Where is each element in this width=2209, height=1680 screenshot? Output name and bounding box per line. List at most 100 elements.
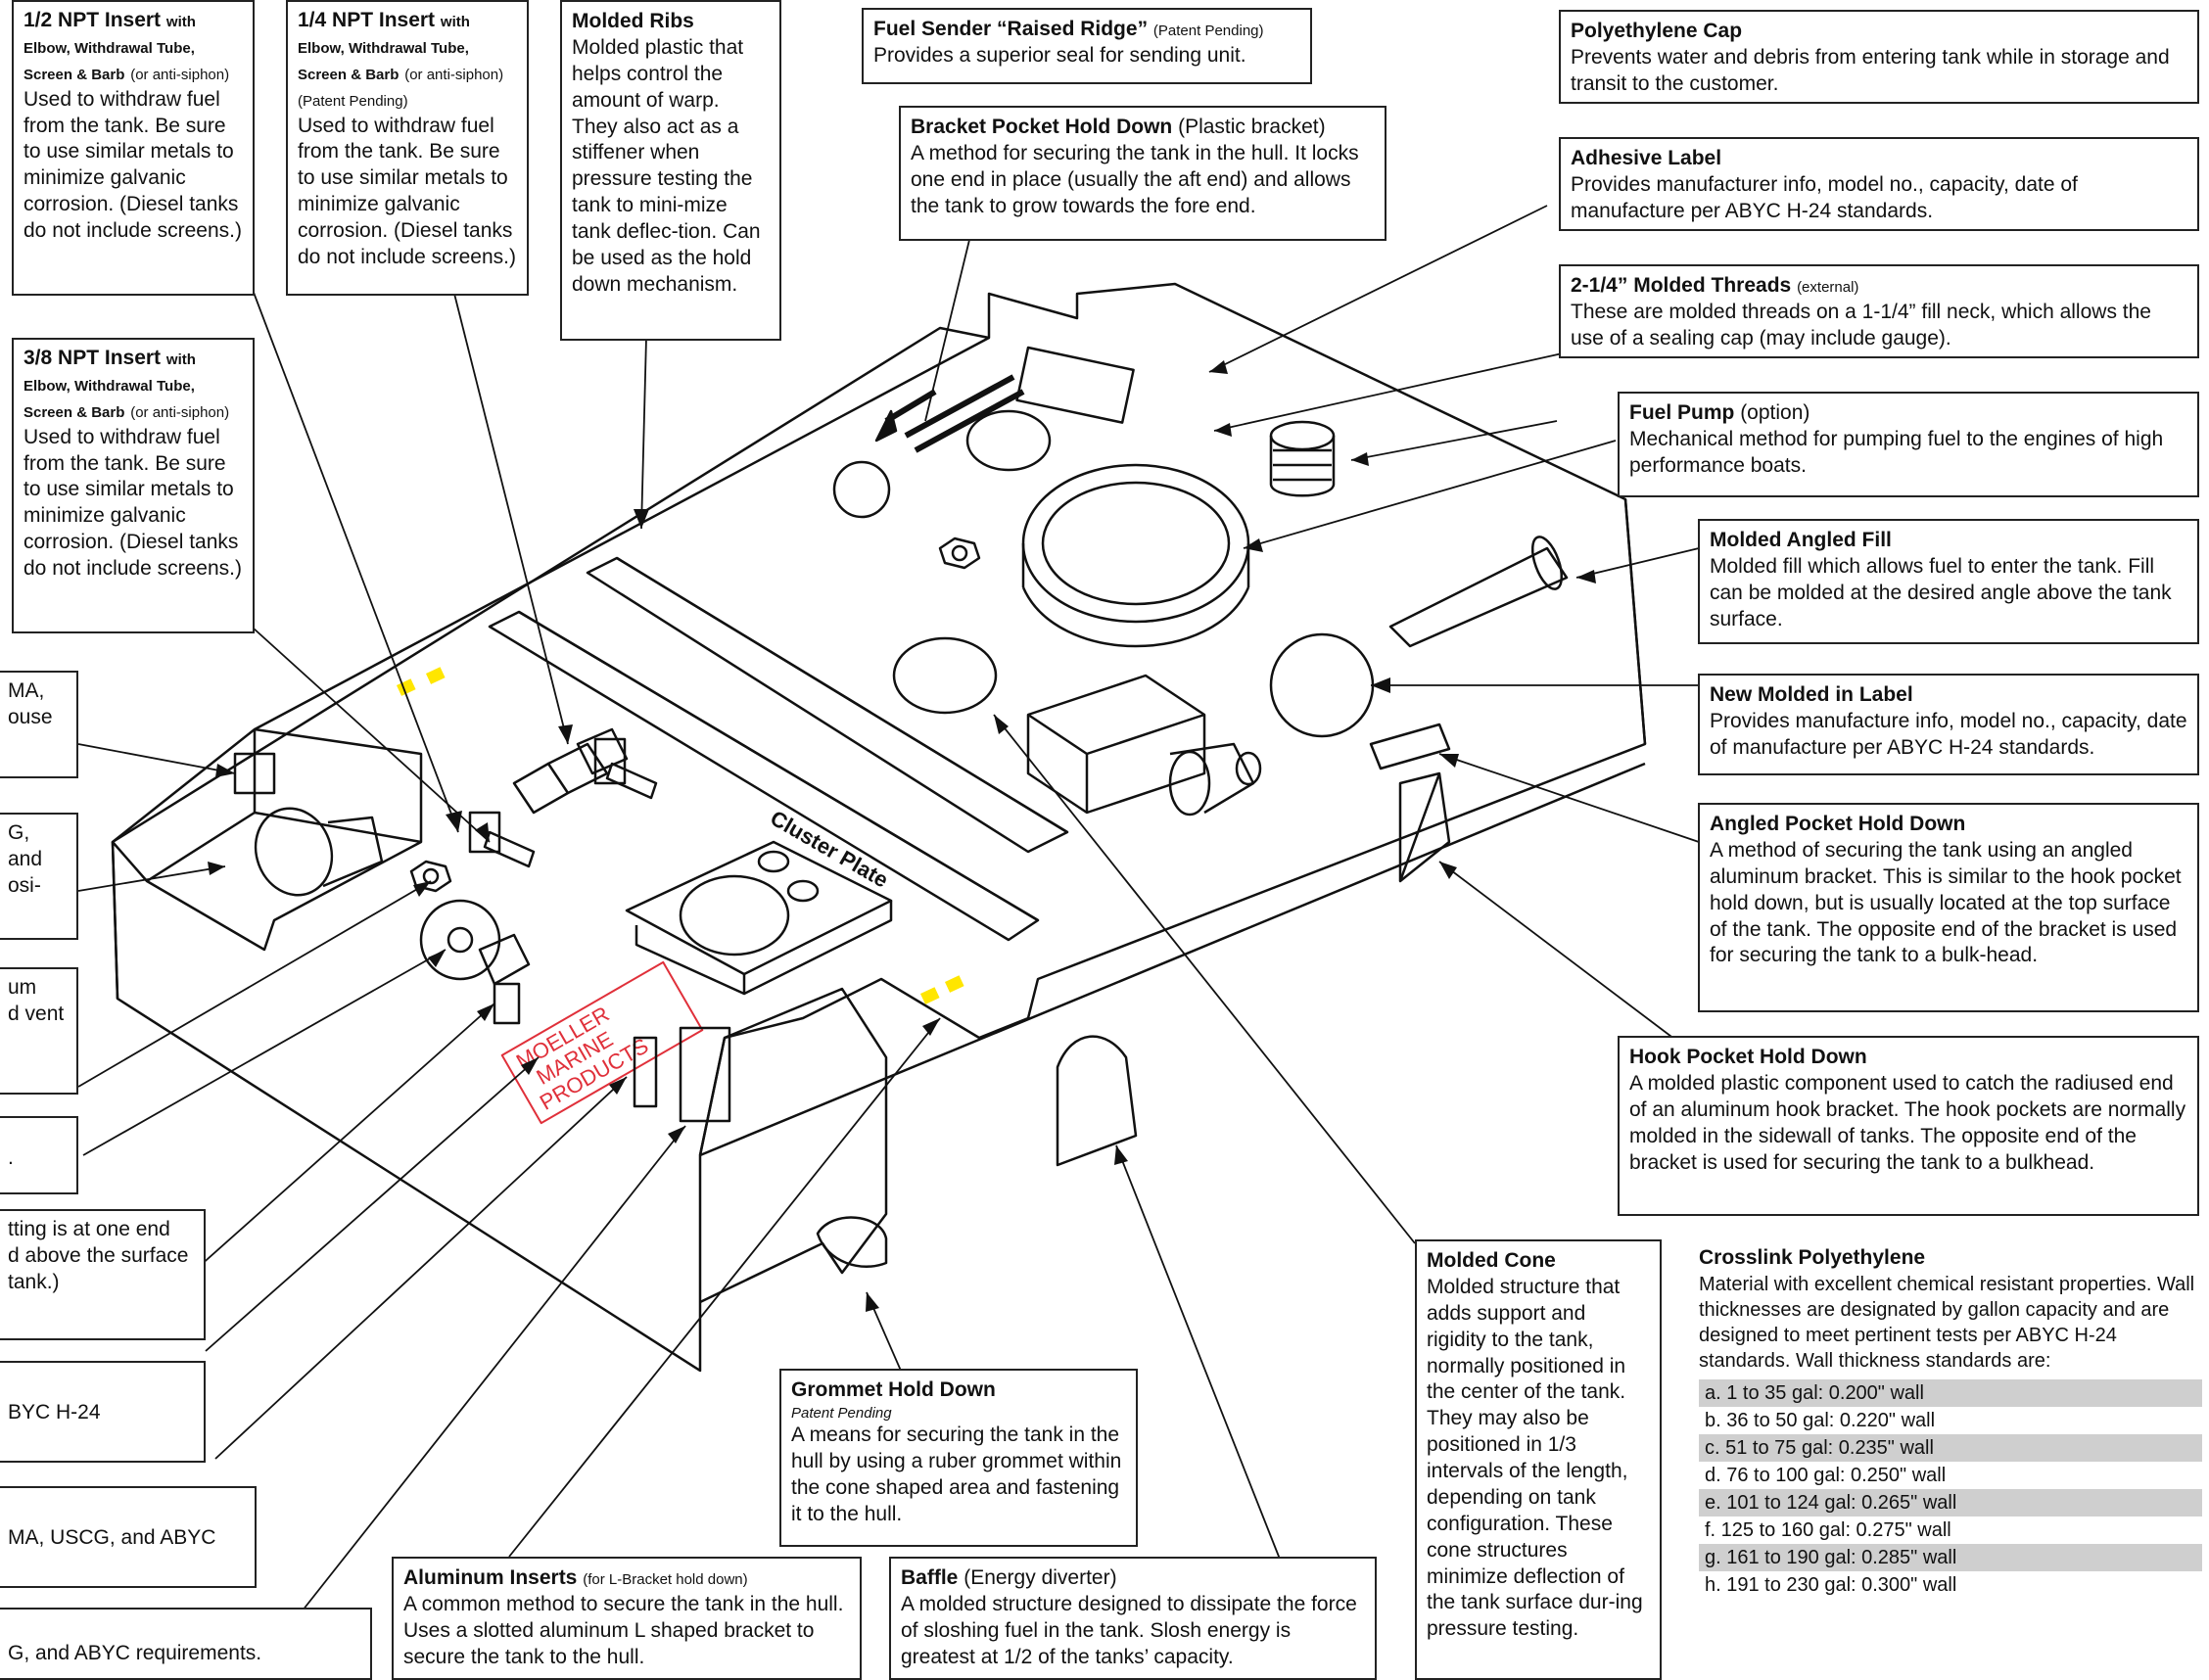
npt-half-body: Used to withdraw fuel from the tank. Be … (24, 87, 242, 242)
label-pocket (1369, 723, 1451, 770)
elbow-fittings (468, 727, 658, 868)
baffle-body: A molded structure designed to dissipate… (901, 1592, 1357, 1668)
tank-corner-line (698, 1037, 727, 1156)
poly-cap-title: Polyethylene Cap (1571, 20, 1743, 42)
wall-row: c. 51 to 75 gal: 0.235" wall (1699, 1433, 2202, 1462)
molded-cone (892, 636, 998, 715)
sender-arrow-stripes (884, 374, 1025, 453)
post-large (679, 1026, 731, 1123)
label-poly-cap: Polyethylene Cap Prevents water and debr… (1559, 10, 2199, 104)
wall-row: f. 125 to 160 gal: 0.275" wall (1705, 1518, 1951, 1541)
wall-row: g. 161 to 190 gal: 0.285" wall (1699, 1543, 2202, 1571)
tank-top-edge (254, 336, 990, 731)
leader-arrowheads (208, 360, 1596, 1312)
cut-label-1: MA,ouse (0, 671, 78, 778)
molded-threads-title: 2-1/4” Molded Threads (external) (1571, 274, 1859, 297)
molded-threads-body: These are molded threads on a 1-1/4” fil… (1571, 300, 2151, 350)
label-adhesive: Adhesive Label Provides manufacturer inf… (1559, 137, 2199, 231)
bracket-pocket-title: Bracket Pocket Hold Down (Plastic bracke… (911, 116, 1326, 138)
fuel-sender-body: Provides a superior seal for sending uni… (873, 43, 1246, 67)
tank-base-edge (699, 762, 1646, 1157)
angled-fill (1388, 536, 1569, 648)
npt-quarter-body: Used to withdraw fuel from the tank. Be … (298, 114, 516, 268)
cut-label-8: G, and ABYC requirements. (0, 1608, 372, 1680)
label-new-molded: New Molded in Label Provides manufacture… (1698, 674, 2199, 775)
grommet-body: A means for securing the tank in the hul… (791, 1423, 1122, 1525)
lower-face (699, 987, 888, 1304)
aluminum-inserts-title: Aluminum Inserts (for L-Bracket hold dow… (403, 1566, 748, 1589)
label-bracket-pocket: Bracket Pocket Hold Down (Plastic bracke… (899, 106, 1386, 241)
molded-label-disc (1269, 632, 1375, 738)
angled-fill-body: Molded fill which allows fuel to enter t… (1710, 554, 2172, 630)
hex-nut-top (938, 537, 981, 570)
wall-row: d. 76 to 100 gal: 0.250" wall (1705, 1464, 1947, 1486)
baffle-title: Baffle (Energy diverter) (901, 1566, 1117, 1589)
label-fuel-sender: Fuel Sender “Raised Ridge” (Patent Pendi… (862, 8, 1312, 84)
crosslink-title: Crosslink Polyethylene (1699, 1246, 1926, 1269)
sender-fitting (419, 899, 531, 1025)
wall-row: a. 1 to 35 gal: 0.200" wall (1699, 1378, 2202, 1407)
grommet-title: Grommet Hold Down (791, 1378, 996, 1401)
rib-1 (586, 556, 1069, 854)
tank-front-edge (111, 841, 119, 1000)
bracket-pocket-body: A method for securing the tank in the hu… (911, 141, 1359, 217)
tank-right-edge (1623, 498, 1647, 745)
rib-2 (488, 610, 1040, 942)
angled-pocket (1398, 771, 1451, 883)
grommet-cut (816, 1216, 888, 1268)
fuel-pump (1021, 463, 1250, 648)
label-fuel-pump: Fuel Pump (option) Mechanical method for… (1618, 392, 2199, 497)
poly-cap (965, 409, 1052, 472)
molded-ribs-body: Molded plastic that helps control the am… (572, 35, 761, 296)
yellow-markers (397, 667, 964, 1004)
wall-row: b. 36 to 50 gal: 0.220" wall (1705, 1409, 1936, 1431)
cluster-plate (625, 840, 893, 996)
cut-label-4: . (0, 1116, 78, 1194)
label-baffle: Baffle (Energy diverter) A molded struct… (889, 1557, 1377, 1680)
npt-three-eighths-body: Used to withdraw fuel from the tank. Be … (24, 425, 242, 580)
adhesive-label-area (1015, 346, 1135, 424)
label-hook-pocket: Hook Pocket Hold Down A molded plastic c… (1618, 1036, 2199, 1216)
sender-arrow (874, 409, 898, 443)
poly-cap-body: Prevents water and debris from entering … (1571, 45, 2170, 95)
cut-label-6: BYC H-24 (0, 1361, 206, 1463)
left-fill-box (111, 727, 423, 952)
molded-cone-title: Molded Cone (1427, 1249, 1556, 1272)
crosslink-panel: Crosslink Polyethylene Material with exc… (1699, 1245, 2202, 1599)
adhesive-title: Adhesive Label (1571, 147, 1722, 169)
npt-half-title: 1/2 NPT Insert with Elbow, Withdrawal Tu… (24, 9, 230, 83)
label-grommet: Grommet Hold Down Patent Pending A means… (779, 1369, 1138, 1547)
leader-lines (77, 205, 1700, 1616)
label-npt-half: 1/2 NPT Insert with Elbow, Withdrawal Tu… (12, 0, 255, 296)
wall-thickness-table: a. 1 to 35 gal: 0.200" wall b. 36 to 50 … (1699, 1378, 2202, 1599)
new-molded-title: New Molded in Label (1710, 683, 1913, 706)
npt-quarter-title: 1/4 NPT Insert with Elbow, Withdrawal Tu… (298, 9, 504, 110)
new-molded-body: Provides manufacture info, model no., ca… (1710, 709, 2187, 759)
label-molded-ribs: Molded Ribs Molded plastic that helps co… (560, 0, 781, 341)
angled-pocket-title: Angled Pocket Hold Down (1710, 813, 1966, 835)
hook-pocket-title: Hook Pocket Hold Down (1629, 1046, 1867, 1068)
aluminum-inserts-body: A common method to secure the tank in th… (403, 1592, 844, 1668)
adhesive-body: Provides manufacturer info, model no., c… (1571, 172, 2078, 222)
label-aluminum-inserts: Aluminum Inserts (for L-Bracket hold dow… (392, 1557, 862, 1680)
fuel-sender-title: Fuel Sender “Raised Ridge” (Patent Pendi… (873, 18, 1264, 40)
sender-ring (832, 460, 891, 519)
angled-pocket-body: A method of securing the tank using an a… (1710, 838, 2182, 967)
post-small (633, 1036, 658, 1108)
fuel-pump-title: Fuel Pump (option) (1629, 401, 1810, 424)
threaded-neck (1269, 420, 1336, 497)
baffle-notch (1056, 1035, 1138, 1167)
label-angled-pocket: Angled Pocket Hold Down A method of secu… (1698, 803, 2199, 1012)
fuel-pump-body: Mechanical method for pumping fuel to th… (1629, 427, 2164, 477)
npt-three-eighths-title: 3/8 NPT Insert with Elbow, Withdrawal Tu… (24, 347, 230, 421)
crosslink-body: Material with excellent chemical resista… (1699, 1273, 2195, 1372)
wall-row: h. 191 to 230 gal: 0.300" wall (1705, 1573, 1957, 1596)
label-angled-fill: Molded Angled Fill Molded fill which all… (1698, 519, 2199, 644)
label-molded-cone: Molded Cone Molded structure that adds s… (1415, 1239, 1662, 1680)
molded-ribs-title: Molded Ribs (572, 10, 694, 32)
hook-pocket-body: A molded plastic component used to catch… (1629, 1071, 2186, 1174)
